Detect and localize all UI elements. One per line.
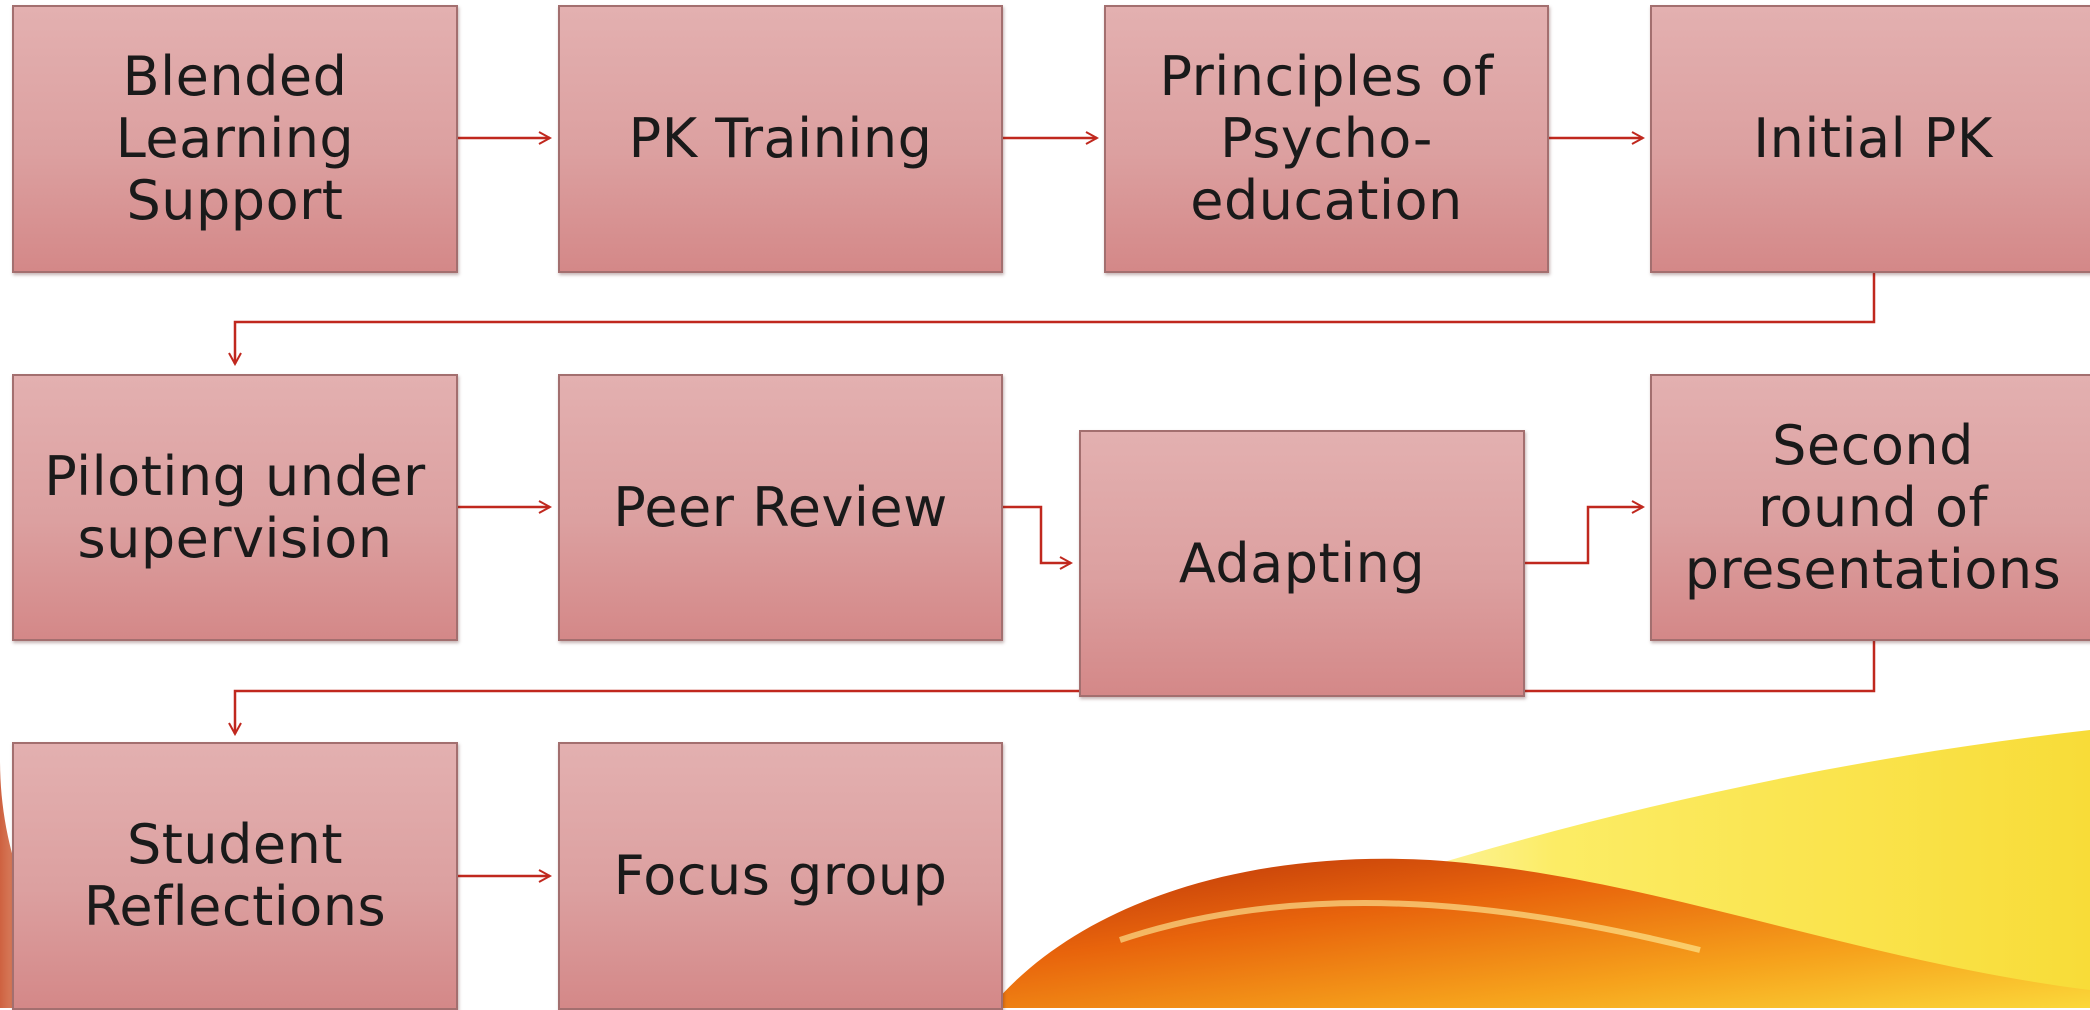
step-adapting: Adapting bbox=[1079, 430, 1525, 697]
step-label: Focus group bbox=[613, 844, 948, 907]
step-blended-learning-support: Blended Learning Support bbox=[12, 5, 458, 273]
step-initial-pk: Initial PK bbox=[1650, 5, 2090, 273]
step-piloting-under-supervision: Piloting under supervision bbox=[12, 374, 458, 641]
step-label: Initial PK bbox=[1753, 107, 1993, 170]
step-focus-group: Focus group bbox=[558, 742, 1003, 1010]
step-principles-of-psychoeducation: Principles of Psycho- education bbox=[1104, 5, 1549, 273]
step-label: Student Reflections bbox=[83, 813, 387, 938]
step-pk-training: PK Training bbox=[558, 5, 1003, 273]
step-label: Blended Learning Support bbox=[115, 45, 355, 232]
step-student-reflections: Student Reflections bbox=[12, 742, 458, 1010]
step-label: PK Training bbox=[628, 107, 933, 170]
step-peer-review: Peer Review bbox=[558, 374, 1003, 641]
step-second-round-of-presentations: Second round of presentations bbox=[1650, 374, 2090, 641]
step-label: Adapting bbox=[1178, 531, 1426, 595]
step-label: Peer Review bbox=[613, 475, 948, 539]
step-label: Principles of Psycho- education bbox=[1159, 45, 1494, 232]
step-label: Piloting under supervision bbox=[44, 444, 426, 570]
step-label: Second round of presentations bbox=[1684, 413, 2062, 601]
